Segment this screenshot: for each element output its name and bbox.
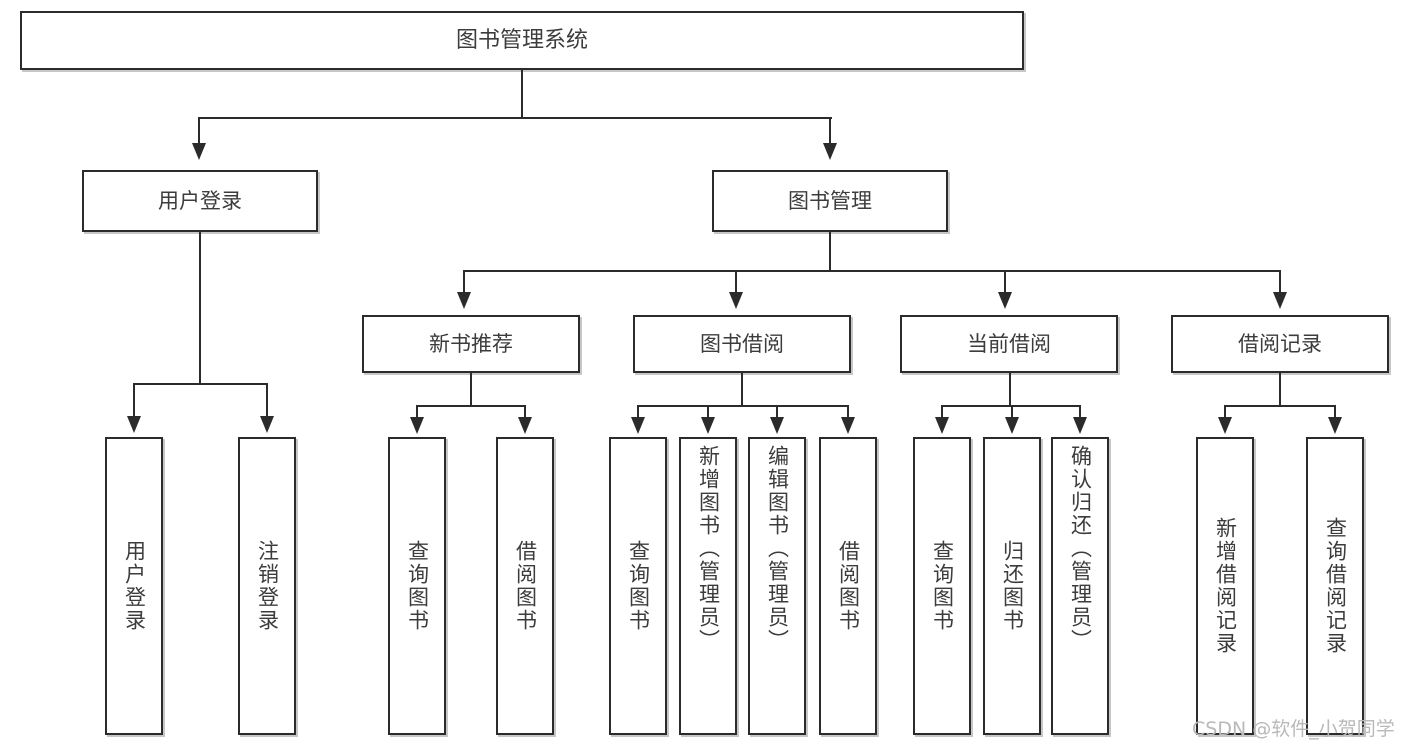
leaf-add-borrow-record[interactable]: 新增借阅记录 xyxy=(1196,437,1254,735)
connector-level2-bus xyxy=(463,270,1281,272)
leaf-current-borrow-query[interactable]: 查询图书 xyxy=(913,437,971,735)
arrowhead-book-manage xyxy=(823,143,837,160)
connector-book-borrow-drop-2 xyxy=(707,405,709,419)
node-user-login-label: 用户登录 xyxy=(158,188,242,213)
leaf-confirm-return-label: 确认归还（管理员） xyxy=(1068,445,1093,652)
connector-user-login-bus xyxy=(133,383,267,385)
arrowhead-book-borrow xyxy=(729,292,743,309)
leaf-book-add[interactable]: 新增图书（管理员） xyxy=(679,437,737,735)
arrowhead-book-borrow-leaf-1 xyxy=(631,417,645,434)
connector-book-manage-stem xyxy=(829,232,831,270)
connector-drop-book-borrow xyxy=(735,270,737,294)
leaf-current-borrow-query-label: 查询图书 xyxy=(930,540,955,632)
leaf-book-add-label: 新增图书（管理员） xyxy=(696,445,721,652)
connector-drop-new-book xyxy=(463,270,465,294)
leaf-add-borrow-record-label: 新增借阅记录 xyxy=(1213,517,1238,655)
leaf-return-book-label: 归还图书 xyxy=(1000,540,1025,632)
connector-new-book-stem xyxy=(470,373,472,405)
connector-book-borrow-drop-4 xyxy=(847,405,849,419)
connector-book-borrow-stem xyxy=(741,373,743,405)
connector-borrow-record-drop-1 xyxy=(1224,405,1226,419)
node-new-book-recommend[interactable]: 新书推荐 xyxy=(362,315,580,373)
connector-drop-user-login xyxy=(198,117,200,145)
connector-borrow-record-drop-2 xyxy=(1334,405,1336,419)
node-user-login[interactable]: 用户登录 xyxy=(82,170,318,232)
connector-user-login-drop-1 xyxy=(133,383,135,418)
arrowhead-current-borrow xyxy=(998,292,1012,309)
leaf-return-book[interactable]: 归还图书 xyxy=(983,437,1041,735)
node-book-manage-label: 图书管理 xyxy=(788,188,872,213)
arrowhead-book-borrow-leaf-2 xyxy=(701,417,715,434)
arrowhead-new-book xyxy=(457,292,471,309)
connector-new-book-bus xyxy=(416,405,526,407)
node-book-borrow[interactable]: 图书借阅 xyxy=(633,315,851,373)
connector-new-book-drop-2 xyxy=(524,405,526,419)
node-book-borrow-label: 图书借阅 xyxy=(700,331,784,356)
connector-current-borrow-drop-3 xyxy=(1079,405,1081,419)
connector-book-borrow-bus xyxy=(637,405,849,407)
arrowhead-borrow-record-leaf-2 xyxy=(1328,417,1342,434)
connector-book-borrow-drop-1 xyxy=(637,405,639,419)
connector-new-book-drop-1 xyxy=(416,405,418,419)
connector-drop-borrow-record xyxy=(1279,270,1281,294)
node-book-manage[interactable]: 图书管理 xyxy=(712,170,948,232)
leaf-query-borrow-record-label: 查询借阅记录 xyxy=(1323,517,1348,655)
node-root[interactable]: 图书管理系统 xyxy=(20,11,1024,70)
node-root-label: 图书管理系统 xyxy=(455,27,588,53)
node-current-borrow-label: 当前借阅 xyxy=(967,331,1051,356)
leaf-book-borrow-action-label: 借阅图书 xyxy=(836,540,861,632)
connector-current-borrow-drop-2 xyxy=(1011,405,1013,419)
leaf-book-borrow-query-label: 查询图书 xyxy=(626,540,651,632)
arrowhead-current-borrow-leaf-3 xyxy=(1073,417,1087,434)
leaf-new-book-query[interactable]: 查询图书 xyxy=(388,437,446,735)
connector-user-login-stem xyxy=(199,232,201,383)
arrowhead-current-borrow-leaf-1 xyxy=(935,417,949,434)
node-borrow-record-label: 借阅记录 xyxy=(1238,331,1322,356)
leaf-logout[interactable]: 注销登录 xyxy=(238,437,296,735)
leaf-logout-label: 注销登录 xyxy=(255,540,280,632)
node-new-book-recommend-label: 新书推荐 xyxy=(429,331,513,356)
connector-drop-current-borrow xyxy=(1004,270,1006,294)
leaf-new-book-borrow-label: 借阅图书 xyxy=(513,540,538,632)
connector-user-login-drop-2 xyxy=(266,383,268,418)
leaf-user-login[interactable]: 用户登录 xyxy=(105,437,163,735)
arrowhead-current-borrow-leaf-2 xyxy=(1005,417,1019,434)
connector-current-borrow-drop-1 xyxy=(941,405,943,419)
leaf-confirm-return[interactable]: 确认归还（管理员） xyxy=(1051,437,1109,735)
node-current-borrow[interactable]: 当前借阅 xyxy=(900,315,1118,373)
connector-current-borrow-stem xyxy=(1009,373,1011,405)
connector-root-stem xyxy=(521,70,523,117)
leaf-query-borrow-record[interactable]: 查询借阅记录 xyxy=(1306,437,1364,735)
leaf-book-borrow-query[interactable]: 查询图书 xyxy=(609,437,667,735)
connector-book-borrow-drop-3 xyxy=(776,405,778,419)
arrowhead-user-login-leaf-1 xyxy=(127,416,141,433)
arrowhead-book-borrow-leaf-3 xyxy=(770,417,784,434)
connector-borrow-record-bus xyxy=(1224,405,1336,407)
arrowhead-new-book-leaf-1 xyxy=(410,417,424,434)
leaf-book-edit[interactable]: 编辑图书（管理员） xyxy=(748,437,806,735)
leaf-user-login-label: 用户登录 xyxy=(122,540,147,632)
csdn-watermark: CSDN @软件_小贺同学 xyxy=(1192,718,1395,740)
leaf-book-borrow-action[interactable]: 借阅图书 xyxy=(819,437,877,735)
connector-borrow-record-stem xyxy=(1279,373,1281,405)
arrowhead-user-login-leaf-2 xyxy=(260,416,274,433)
arrowhead-book-borrow-leaf-4 xyxy=(841,417,855,434)
arrowhead-new-book-leaf-2 xyxy=(518,417,532,434)
leaf-book-edit-label: 编辑图书（管理员） xyxy=(765,445,790,652)
arrowhead-borrow-record-leaf-1 xyxy=(1218,417,1232,434)
arrowhead-user-login xyxy=(192,143,206,160)
connector-drop-book-manage xyxy=(829,117,831,145)
connector-level1-bus xyxy=(198,117,832,119)
arrowhead-borrow-record xyxy=(1273,292,1287,309)
leaf-new-book-borrow[interactable]: 借阅图书 xyxy=(496,437,554,735)
node-borrow-record[interactable]: 借阅记录 xyxy=(1171,315,1389,373)
leaf-new-book-query-label: 查询图书 xyxy=(405,540,430,632)
